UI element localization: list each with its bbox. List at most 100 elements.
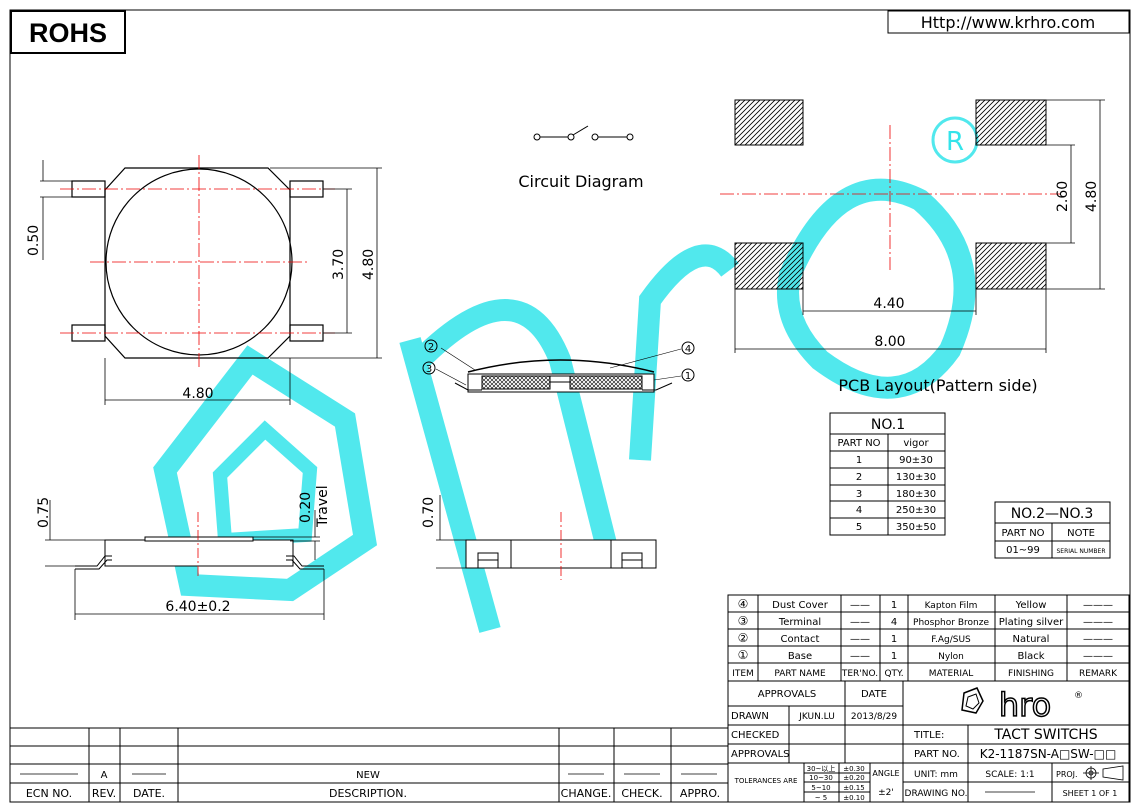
tol-value-2: ±0.20 <box>843 774 864 782</box>
bom-header-name: PART NAME <box>774 669 826 679</box>
bom-row4-ter: —— <box>850 651 870 662</box>
side-view <box>45 500 325 620</box>
vigor-row4-part: 4 <box>856 505 862 516</box>
bom-header-qty: QTY. <box>884 669 903 679</box>
drawing-border <box>9 9 1131 803</box>
rev-header-ecn: ECN NO. <box>26 787 72 800</box>
drawn-by: JKUN.LU <box>798 712 835 722</box>
approvals-header: APPROVALS <box>758 689 817 700</box>
rev-header-check: CHECK. <box>621 787 662 800</box>
drawing-no-label: DRAWING NO. <box>905 789 968 799</box>
serial-table <box>994 501 1111 559</box>
bom-row1-item: ④ <box>738 597 749 611</box>
title-label: TITLE: <box>913 730 944 741</box>
rev-header-appro: APPRO. <box>680 787 720 800</box>
callout-4: 4 <box>685 344 691 355</box>
vigor-row5-value: 350±50 <box>896 522 936 533</box>
tol-range-2: 10~30 <box>809 774 833 782</box>
top-view <box>40 155 382 405</box>
tol-value-4: ±0.10 <box>843 794 864 802</box>
circuit-symbol <box>533 125 634 141</box>
rohs-box <box>10 10 126 54</box>
approvals-label: APPROVALS <box>731 749 790 760</box>
rohs-label: ROHS <box>29 18 107 48</box>
bom-row2-material: Phosphor Bronze <box>913 618 989 628</box>
side-view-2 <box>436 495 657 580</box>
bom-row4-item: ① <box>738 648 749 662</box>
drawn-date: 2013/8/29 <box>851 712 897 722</box>
bom-row3-qty: 1 <box>891 634 897 645</box>
logo-registered: ® <box>1074 691 1083 701</box>
circuit-diagram-label: Circuit Diagram <box>518 172 643 191</box>
dim-4-40: 4.40 <box>873 296 904 312</box>
rev-header-description: DESCRIPTION. <box>329 787 407 800</box>
vigor-header-part: PART NO <box>837 438 880 449</box>
bom-row3-remark: ——— <box>1083 634 1113 645</box>
bom-header-finishing: FINISHING <box>1008 669 1054 679</box>
new-label: NEW <box>356 770 380 781</box>
bom-header-item: ITEM <box>732 669 754 679</box>
pcb-layout <box>720 99 1105 353</box>
tol-range-4: ~ 5 <box>815 794 828 802</box>
bom-header-material: MATERIAL <box>929 669 974 679</box>
tol-value-3: ±0.15 <box>843 784 864 792</box>
bom-row4-material: Nylon <box>938 652 964 662</box>
dim-3-70: 3.70 <box>331 249 347 280</box>
rev-value: A <box>101 770 108 781</box>
angle-label: ANGLE <box>872 769 899 778</box>
serial-table-title: NO.2—NO.3 <box>1011 506 1094 522</box>
dim-6-40: 6.40±0.2 <box>165 599 230 615</box>
bom-row1-remark: ——— <box>1083 600 1113 611</box>
vigor-row4-value: 250±30 <box>896 505 936 516</box>
part-no-label: PART NO. <box>914 749 960 760</box>
vigor-row2-value: 130±30 <box>896 472 936 483</box>
website-url: Http://www.krhro.com <box>921 13 1095 32</box>
title-block <box>727 680 1130 803</box>
dim-4-80-h: 4.80 <box>182 386 213 402</box>
proj-label: PROJ. <box>1056 770 1078 779</box>
checked-label: CHECKED <box>731 730 780 741</box>
rev-header-change: CHANGE. <box>561 787 612 800</box>
vigor-row1-value: 90±30 <box>899 455 933 466</box>
travel-label: Travel <box>315 485 331 528</box>
vigor-row1-part: 1 <box>856 455 862 466</box>
registered-mark: R <box>946 127 964 157</box>
serial-part-range: 01~99 <box>1006 545 1040 556</box>
callout-1: 1 <box>685 371 691 382</box>
bom-row3-name: Contact <box>781 634 820 645</box>
dim-8-00: 8.00 <box>874 334 905 350</box>
hro-watermark <box>153 116 979 633</box>
bom-row3-finishing: Natural <box>1013 634 1050 645</box>
bom-row1-ter: —— <box>850 600 870 611</box>
bom-row2-qty: 4 <box>891 617 897 628</box>
callout-2: 2 <box>428 342 434 353</box>
projection-symbol-icon <box>1083 765 1124 781</box>
bom-row1-finishing: Yellow <box>1015 600 1047 611</box>
bom-row1-qty: 1 <box>891 600 897 611</box>
bom-row4-name: Base <box>788 651 812 662</box>
vigor-row3-part: 3 <box>856 489 862 500</box>
serial-header-note: NOTE <box>1067 528 1095 539</box>
bom-row3-material: F.Ag/SUS <box>931 635 971 645</box>
bom-row2-finishing: Plating silver <box>999 617 1064 628</box>
serial-note: SERIAL NUMBER <box>1056 548 1105 555</box>
tol-value-1: ±0.30 <box>843 765 864 773</box>
tolerances-label: TOLERANCES ARE <box>734 777 798 785</box>
dim-0-50: 0.50 <box>26 225 42 256</box>
url-box <box>887 10 1130 34</box>
rev-header-date: DATE. <box>133 787 165 800</box>
part-no-value: K2-1187SN-A□SW-□□ <box>980 747 1117 761</box>
section-view <box>422 339 695 393</box>
bom-header-ter: TER'NO. <box>841 669 878 679</box>
scale-label: SCALE: 1:1 <box>985 770 1034 780</box>
dim-4-80-v: 4.80 <box>361 249 377 280</box>
date-header: DATE <box>861 689 887 700</box>
revision-block <box>10 727 728 802</box>
bom-row2-ter: —— <box>850 617 870 628</box>
dim-4-80-pcb: 4.80 <box>1084 181 1100 212</box>
bom-row2-name: Terminal <box>778 617 821 628</box>
vigor-header-vigor: vigor <box>903 438 929 449</box>
pcb-layout-label: PCB Layout(Pattern side) <box>838 376 1037 395</box>
dim-2-60: 2.60 <box>1055 181 1071 212</box>
